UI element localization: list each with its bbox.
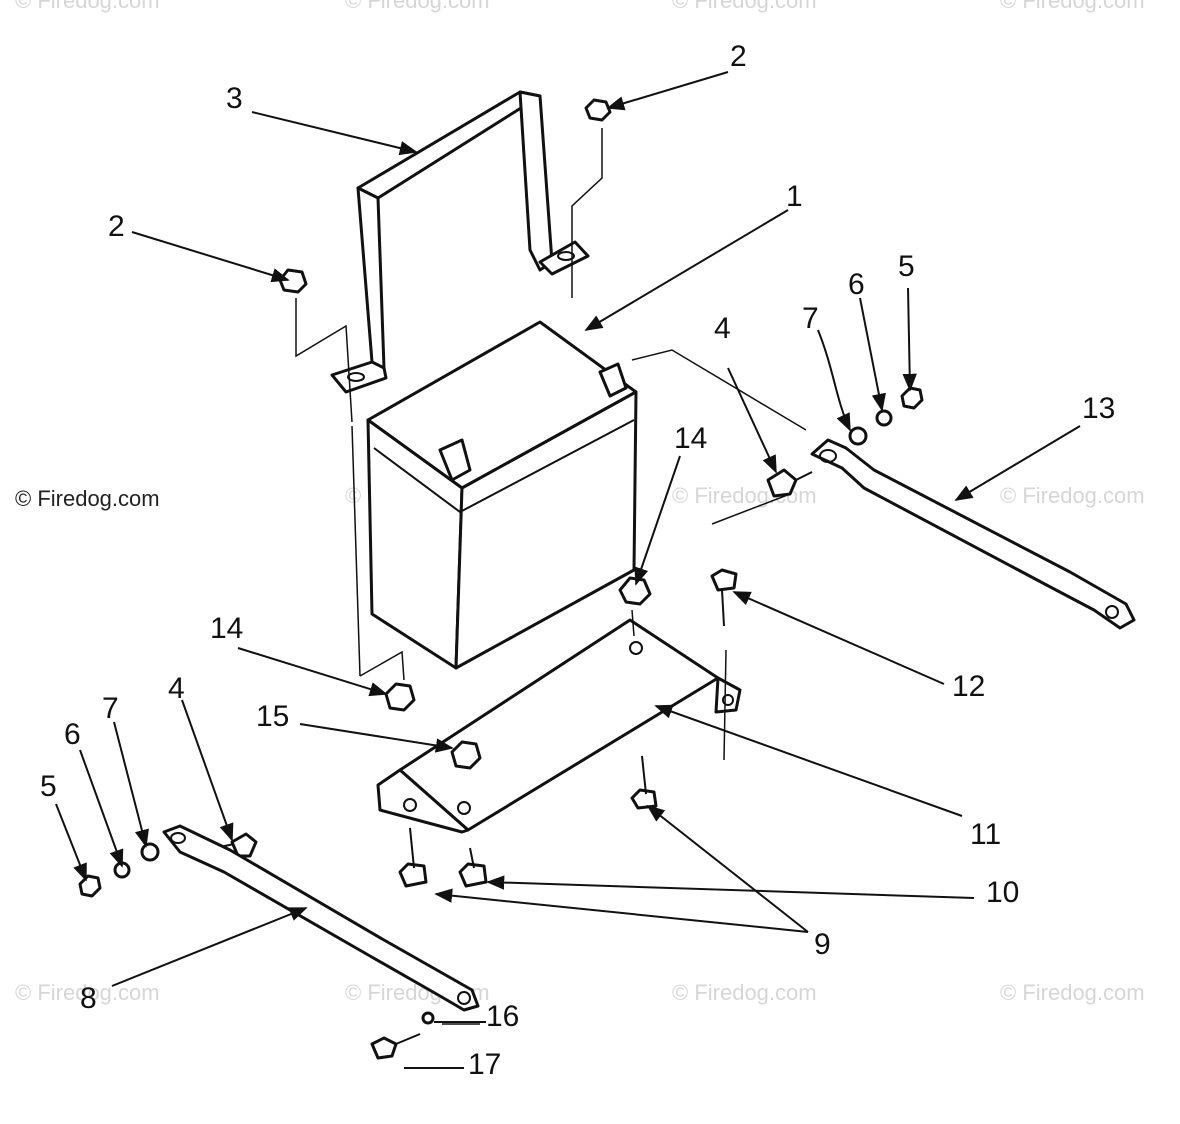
watermark: © Firedog.com xyxy=(1000,0,1145,13)
callout-4: 4 xyxy=(714,312,731,345)
callout-6: 6 xyxy=(848,268,865,301)
watermarks: © Firedog.com © Firedog.com © Firedog.co… xyxy=(15,0,1145,1005)
watermark: © Firedog.com xyxy=(672,980,817,1005)
hold-down-strap xyxy=(330,90,590,394)
nut-icon xyxy=(618,576,652,606)
battery-cable-negative xyxy=(162,824,480,1012)
callout-7: 7 xyxy=(102,692,119,725)
washer-icon xyxy=(140,842,160,862)
callout-5: 5 xyxy=(898,250,915,283)
callout-9: 9 xyxy=(814,928,831,961)
nut-icon xyxy=(450,740,482,770)
callout-10: 10 xyxy=(986,876,1019,909)
callout-labels: 1 2 2 3 4 4 5 5 6 6 7 7 8 9 10 11 12 13 … xyxy=(40,40,1115,1081)
leader-lines xyxy=(55,71,1081,1069)
bolt-icon xyxy=(458,862,488,888)
callout-3: 3 xyxy=(226,82,243,115)
callout-15: 15 xyxy=(256,700,289,733)
bolt-icon xyxy=(398,862,428,888)
hardware xyxy=(78,98,924,1060)
credit-text: © Firedog.com xyxy=(15,486,160,511)
bolt-icon xyxy=(630,788,658,810)
watermark: © Firedog.com xyxy=(345,0,490,13)
callout-11: 11 xyxy=(970,818,1001,851)
nut-icon xyxy=(900,386,924,410)
washer-icon xyxy=(848,426,868,446)
callout-17: 17 xyxy=(468,1048,501,1081)
callout-1: 1 xyxy=(786,180,803,213)
assembly-guides xyxy=(295,128,807,1025)
watermark: © Firedog.com xyxy=(672,0,817,13)
callout-14: 14 xyxy=(674,422,707,455)
watermark: © Firedog.com xyxy=(672,483,817,508)
callout-13: 13 xyxy=(1082,392,1115,425)
callout-7: 7 xyxy=(802,302,819,335)
watermark: © Firedog.com xyxy=(1000,483,1145,508)
bolt-icon xyxy=(766,468,798,498)
callout-8: 8 xyxy=(80,982,97,1015)
nut-icon xyxy=(584,98,612,122)
nut-icon xyxy=(384,682,416,712)
bolt-icon xyxy=(710,568,738,592)
nut-icon xyxy=(78,874,102,898)
callout-16: 16 xyxy=(486,1000,519,1033)
washer-icon xyxy=(421,1011,435,1025)
callout-5: 5 xyxy=(40,770,57,803)
watermark: © Firedog.com xyxy=(15,980,160,1005)
callout-2: 2 xyxy=(730,40,747,73)
watermark: © Firedog.com xyxy=(15,0,160,13)
callout-6: 6 xyxy=(64,718,81,751)
battery-tray xyxy=(376,618,742,834)
battery xyxy=(366,320,638,670)
callout-2: 2 xyxy=(108,210,125,243)
nut-icon xyxy=(278,268,308,294)
callout-14: 14 xyxy=(210,612,243,645)
callout-4: 4 xyxy=(168,672,185,705)
battery-cable-positive xyxy=(810,438,1136,630)
watermark: © Firedog.com xyxy=(1000,980,1145,1005)
callout-12: 12 xyxy=(952,670,985,703)
washer-icon xyxy=(875,409,893,427)
bolt-icon xyxy=(370,1036,398,1060)
